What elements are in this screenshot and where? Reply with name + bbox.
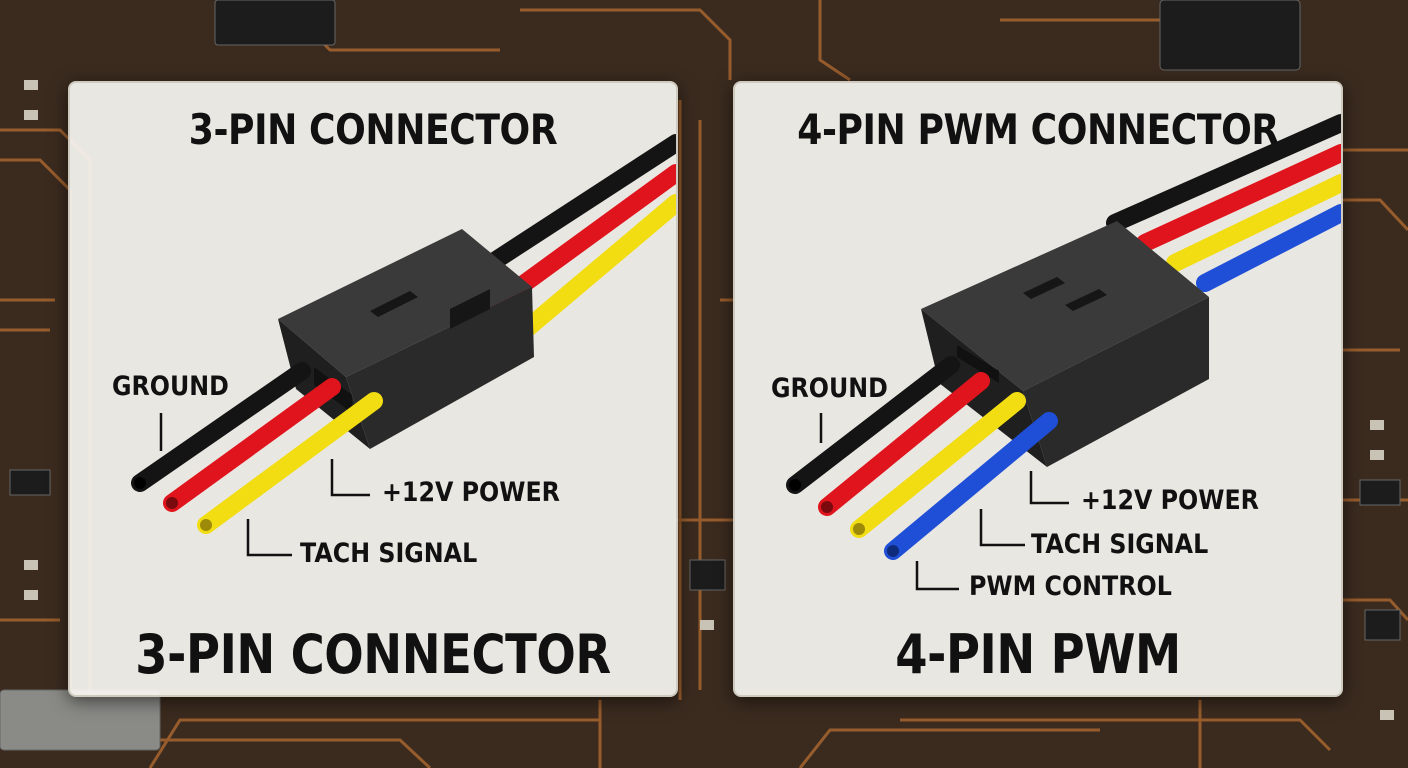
four-pin-title-top: 4-PIN PWM CONNECTOR [797, 105, 1279, 154]
four-pin-ground-label: GROUND [771, 373, 888, 404]
tach-wire-rear [1166, 174, 1341, 272]
tach-wire [850, 392, 1026, 538]
three-pin-title-top: 3-PIN CONNECTOR [188, 105, 558, 154]
pwm-wire-rear [1196, 204, 1341, 292]
ground-wire [131, 362, 311, 492]
three-pin-panel: 3-PIN CONNECTOR GROUND +12V POWER TACH S… [68, 81, 678, 697]
power-wire-tip [166, 497, 178, 509]
power-wire-tip [821, 501, 833, 513]
three-pin-ground-label: GROUND [112, 371, 229, 402]
tach-wire-rear [501, 194, 676, 352]
tach-wire-tip [200, 519, 212, 531]
power-wire [163, 378, 341, 512]
ground-wire-rear [1106, 114, 1341, 232]
four-pin-connector-illustration [786, 114, 1341, 591]
three-pin-title-bottom: 3-PIN CONNECTOR [135, 623, 611, 686]
three-pin-tach-label: TACH SIGNAL [300, 538, 478, 569]
four-pin-power-label: +12V POWER [1081, 485, 1259, 516]
four-pin-panel: 4-PIN PWM CONNECTOR GROUND +12V POWER TA… [733, 81, 1343, 697]
three-pin-power-label: +12V POWER [382, 477, 560, 508]
power-leader [330, 459, 370, 497]
tach-leader [979, 509, 1025, 547]
tach-leader [246, 519, 292, 557]
four-pin-housing [921, 221, 1209, 467]
pwm-wire [884, 412, 1058, 560]
pwm-leader [915, 561, 959, 591]
ground-wire [786, 356, 960, 494]
ground-wire-tip [789, 479, 801, 491]
power-leader [1029, 471, 1069, 505]
power-wire-rear [1136, 144, 1341, 252]
pwm-wire-tip [887, 545, 899, 557]
four-pin-title-bottom: 4-PIN PWM CONNECTOR [878, 623, 1199, 695]
four-pin-pwm-label: PWM CONTROL [969, 571, 1172, 602]
four-pin-tach-label: TACH SIGNAL [1031, 529, 1209, 560]
tach-wire [197, 392, 383, 534]
ground-wire-tip [134, 477, 146, 489]
three-pin-connector-illustration [131, 134, 676, 557]
power-wire [818, 372, 990, 516]
three-pin-housing [278, 229, 534, 449]
tach-wire-tip [853, 523, 865, 535]
